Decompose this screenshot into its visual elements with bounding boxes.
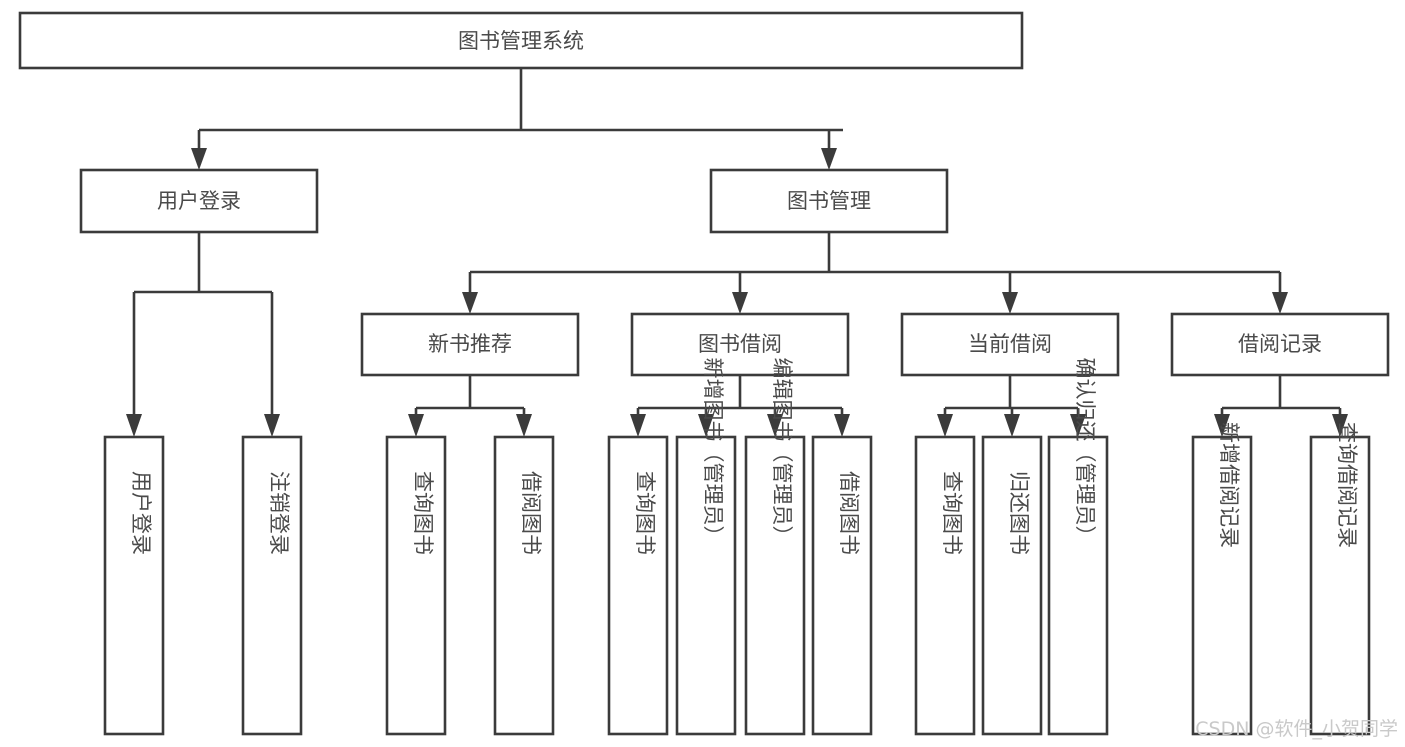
- leaf-node-newbook-query-book[interactable]: 查询图书: [385, 435, 447, 736]
- leaf-node-borrow-book[interactable]: 借阅图书: [811, 435, 873, 736]
- node-label-book-borrow: 图书借阅: [698, 332, 782, 356]
- leaf-node-add-borrow-record[interactable]: 新增借阅记录: [1191, 422, 1253, 736]
- connector-bookmgmt-to-level3: [462, 232, 1288, 314]
- node-label-root: 图书管理系统: [458, 29, 584, 53]
- node-label-borrow-record: 借阅记录: [1238, 332, 1322, 356]
- node-book-management[interactable]: 图书管理: [709, 168, 949, 234]
- leaf-label-add-book-admin: 新增图书（管理员）: [701, 358, 725, 547]
- connector-borrow-to-leaves: [630, 375, 850, 437]
- leaf-node-borrow-query-book[interactable]: 查询图书: [607, 435, 669, 736]
- leaf-node-query-borrow-record[interactable]: 查询借阅记录: [1309, 422, 1371, 736]
- leaf-label-logout: 注销登录: [267, 471, 291, 555]
- node-borrow-record[interactable]: 借阅记录: [1170, 312, 1390, 377]
- leaf-label-newbook-query-book: 查询图书: [411, 471, 435, 555]
- leaf-label-user-login: 用户登录: [129, 471, 153, 555]
- leaf-label-add-borrow-record: 新增借阅记录: [1217, 422, 1241, 548]
- leaf-node-confirm-return-admin[interactable]: 确认归还（管理员）: [1047, 358, 1109, 736]
- node-new-book-recommend[interactable]: 新书推荐: [360, 312, 580, 377]
- connector-current-to-leaves: [937, 375, 1086, 437]
- leaf-label-confirm-return-admin: 确认归还（管理员）: [1073, 358, 1097, 547]
- leaf-label-return-book: 归还图书: [1007, 471, 1031, 555]
- node-label-new-book-recommend: 新书推荐: [428, 332, 512, 356]
- node-book-borrow[interactable]: 图书借阅: [630, 312, 850, 377]
- leaf-node-add-book-admin[interactable]: 新增图书（管理员）: [675, 358, 737, 736]
- leaf-label-borrow-query-book: 查询图书: [633, 471, 657, 555]
- leaf-label-newbook-borrow-book: 借阅图书: [519, 471, 543, 555]
- node-root-system[interactable]: 图书管理系统: [18, 11, 1024, 70]
- leaf-node-current-query-book[interactable]: 查询图书: [914, 435, 976, 736]
- leaf-node-return-book[interactable]: 归还图书: [981, 435, 1043, 736]
- leaf-label-query-borrow-record: 查询借阅记录: [1335, 422, 1359, 548]
- connector-record-to-leaves: [1214, 375, 1348, 437]
- leaf-label-edit-book-admin: 编辑图书（管理员）: [770, 358, 794, 547]
- leaf-node-edit-book-admin[interactable]: 编辑图书（管理员）: [744, 358, 806, 736]
- leaf-label-borrow-book: 借阅图书: [837, 471, 861, 555]
- watermark: CSDN @软件_小贺同学: [1195, 718, 1398, 740]
- leaf-label-current-query-book: 查询图书: [940, 471, 964, 555]
- node-user-login[interactable]: 用户登录: [79, 168, 319, 234]
- leaf-node-user-login[interactable]: 用户登录: [103, 435, 165, 736]
- node-label-user-login: 用户登录: [157, 189, 241, 213]
- leaf-node-logout[interactable]: 注销登录: [241, 435, 303, 736]
- connector-newbook-to-leaves: [408, 375, 532, 437]
- node-label-current-borrow: 当前借阅: [968, 332, 1052, 356]
- node-label-book-management: 图书管理: [787, 189, 871, 213]
- connector-root-to-level2: [191, 68, 843, 170]
- node-current-borrow[interactable]: 当前借阅: [900, 312, 1120, 377]
- connector-userlogin-to-leaves: [126, 232, 280, 437]
- leaf-node-newbook-borrow-book[interactable]: 借阅图书: [493, 435, 555, 736]
